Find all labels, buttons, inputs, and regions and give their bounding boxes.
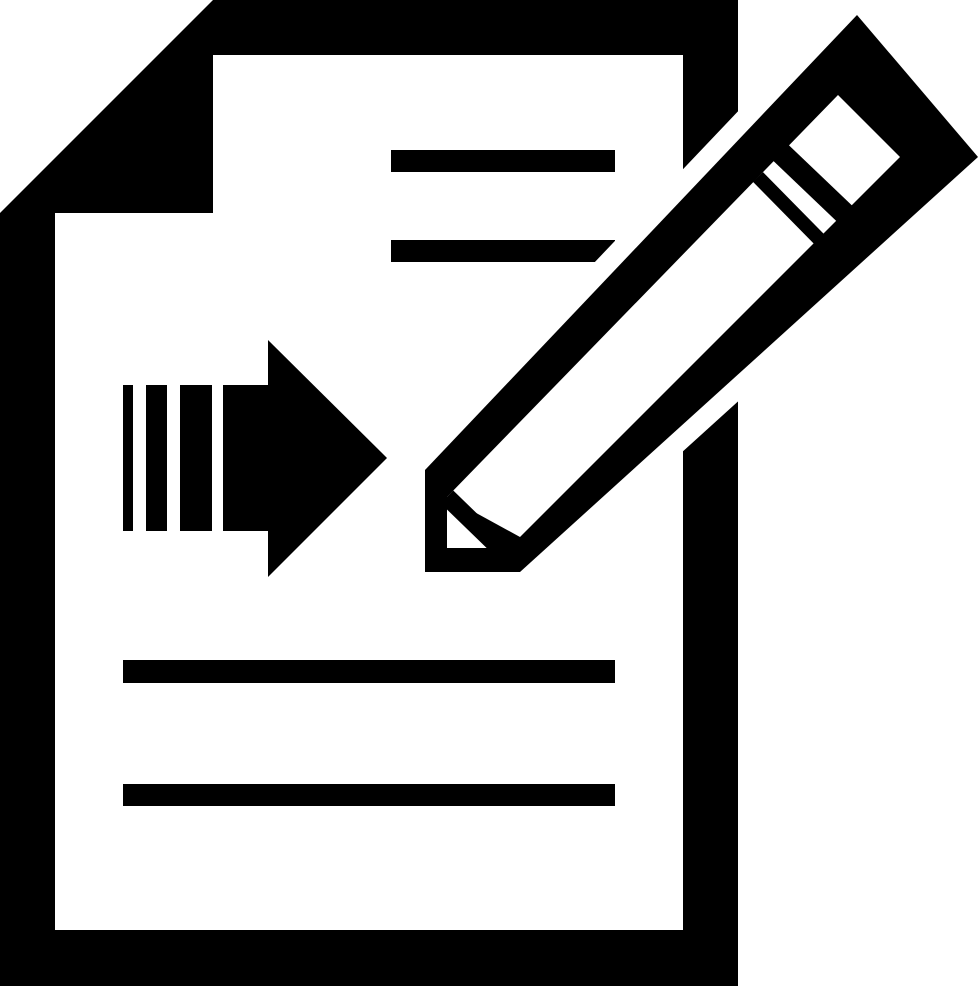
pencil-icon (405, 0, 980, 592)
text-lines (123, 150, 615, 806)
arrow-right-icon (123, 340, 387, 577)
